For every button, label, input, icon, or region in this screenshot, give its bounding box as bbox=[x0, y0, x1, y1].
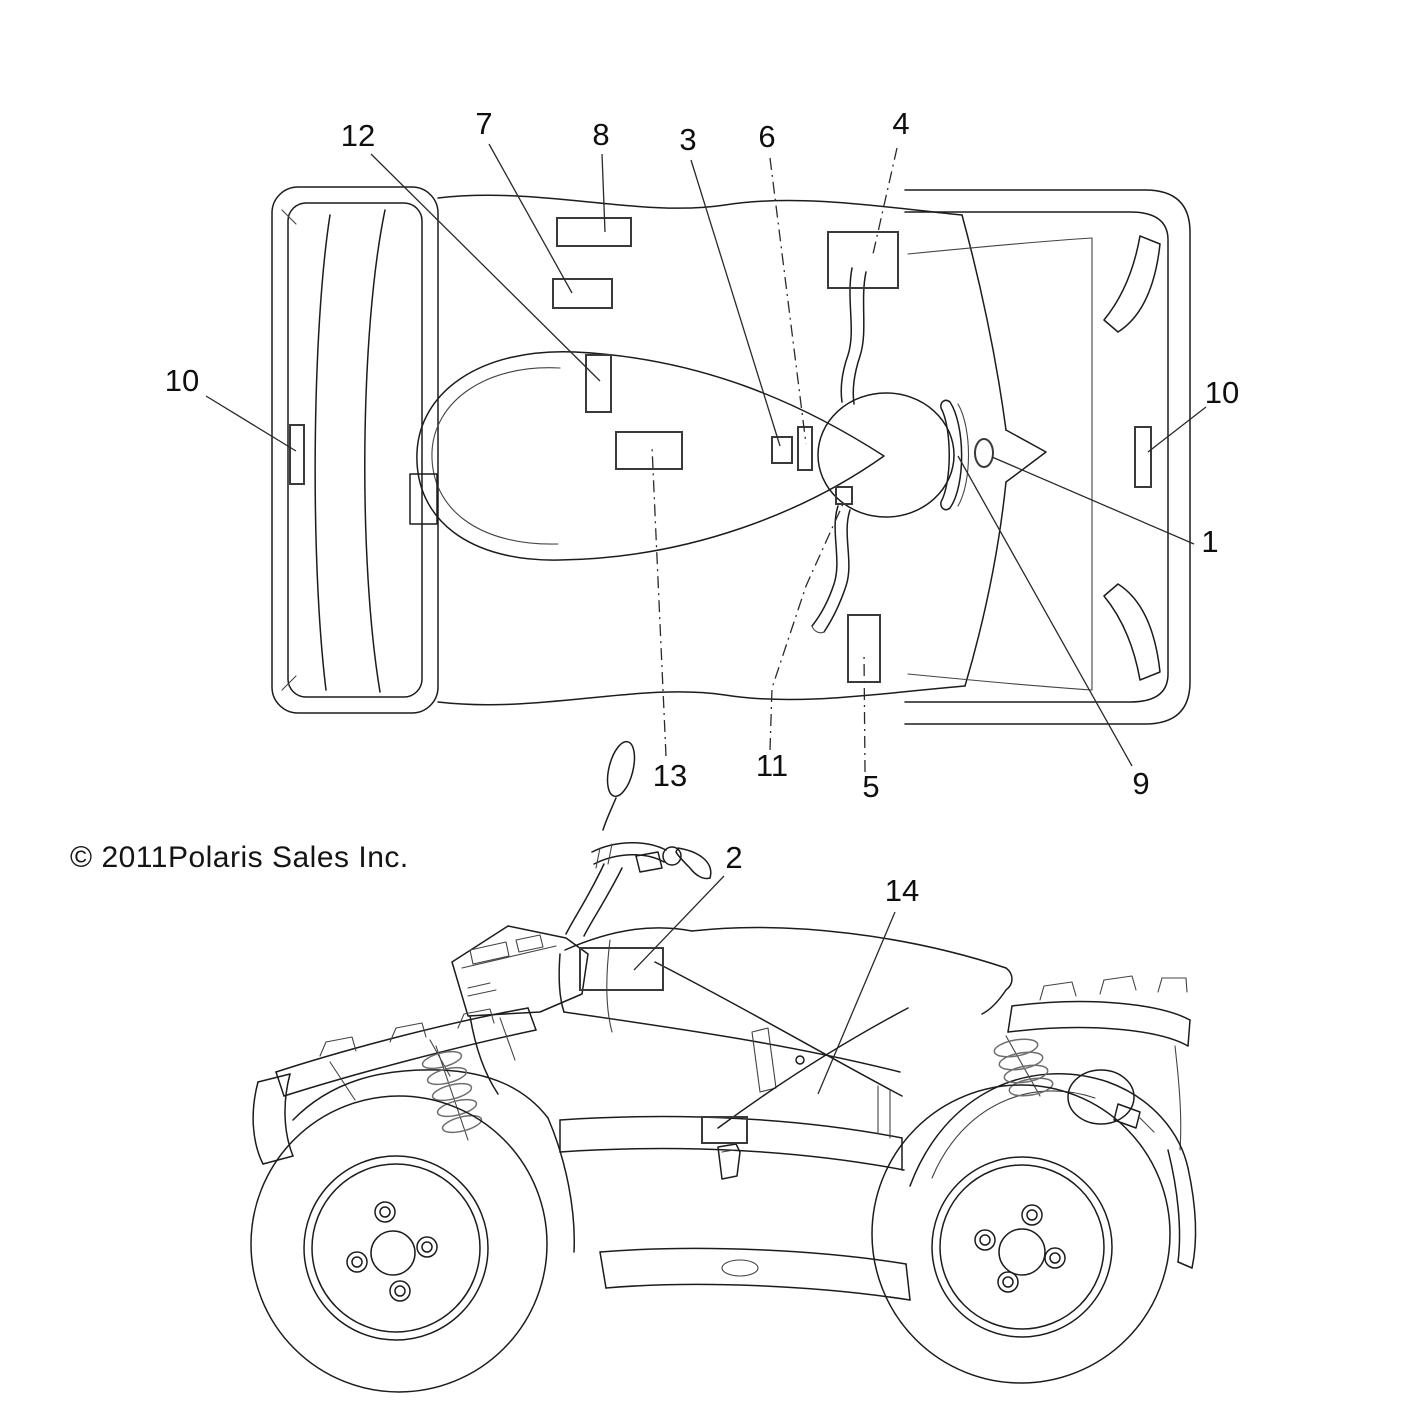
callout-label-1: 1 bbox=[1201, 524, 1218, 559]
callout-label-4: 4 bbox=[892, 106, 909, 141]
rear-shock bbox=[993, 1036, 1054, 1099]
callout-label-10-left: 10 bbox=[165, 363, 199, 398]
decal-10-left bbox=[290, 425, 304, 484]
callout-label-10-right: 10 bbox=[1205, 375, 1239, 410]
decal-4 bbox=[828, 232, 898, 288]
callout-label-3: 3 bbox=[679, 122, 696, 157]
copyright-text: © 2011Polaris Sales Inc. bbox=[70, 841, 409, 874]
decal-layer bbox=[290, 218, 1151, 1143]
seat-top-view bbox=[410, 352, 884, 560]
leader-line-5 bbox=[864, 652, 865, 772]
tank-and-seat bbox=[559, 928, 1012, 1092]
decal-6 bbox=[798, 427, 812, 470]
callout-label-12: 12 bbox=[341, 118, 375, 153]
front-shock bbox=[421, 1046, 483, 1140]
leader-line-12 bbox=[371, 154, 600, 381]
front-pod bbox=[452, 926, 588, 1094]
decal-2 bbox=[580, 948, 663, 990]
footwell bbox=[560, 1117, 910, 1300]
decal-1-fuel-cap bbox=[975, 439, 993, 467]
decal-3 bbox=[772, 437, 792, 463]
mirror bbox=[603, 739, 640, 830]
leader-line-8 bbox=[602, 154, 605, 232]
rear-wheel bbox=[872, 1085, 1170, 1383]
leader-line-7 bbox=[489, 144, 572, 293]
callout-label-11: 11 bbox=[756, 748, 788, 783]
leader-line-4 bbox=[873, 148, 897, 254]
decal-side-footwell bbox=[702, 1117, 747, 1143]
leader-line-9 bbox=[958, 456, 1132, 766]
frame-brace bbox=[655, 962, 908, 1128]
decal-10-right bbox=[1135, 427, 1151, 487]
decal-13 bbox=[616, 432, 682, 469]
front-body-neck bbox=[962, 215, 1046, 686]
rear-body-edges bbox=[438, 195, 965, 704]
front-rack-side bbox=[276, 1008, 536, 1100]
leader-line-2 bbox=[634, 876, 724, 970]
callout-label-8: 8 bbox=[592, 117, 609, 152]
decal-12 bbox=[586, 355, 611, 412]
leader-line-10-left bbox=[206, 396, 296, 451]
decal-8 bbox=[557, 218, 631, 246]
atv-top-view bbox=[272, 187, 1190, 724]
handlebar bbox=[566, 843, 711, 936]
callout-label-2: 2 bbox=[725, 840, 742, 875]
atv-side-view bbox=[251, 739, 1195, 1392]
front-wheel bbox=[251, 1096, 547, 1392]
leader-line-1 bbox=[992, 457, 1194, 544]
callout-label-9: 9 bbox=[1132, 766, 1149, 801]
instrument-cluster-top bbox=[941, 400, 969, 509]
decal-11 bbox=[836, 487, 852, 504]
rear-fender bbox=[878, 1070, 1195, 1268]
handlebar-pod bbox=[812, 268, 954, 633]
callout-label-7: 7 bbox=[475, 106, 492, 141]
front-rack bbox=[905, 190, 1190, 724]
callout-label-5: 5 bbox=[862, 769, 879, 804]
leader-line-14 bbox=[818, 912, 895, 1094]
callout-label-14: 14 bbox=[885, 873, 919, 908]
callout-label-13: 13 bbox=[653, 758, 687, 793]
decal-7 bbox=[553, 279, 612, 308]
leader-line-13 bbox=[652, 447, 666, 756]
callout-label-6: 6 bbox=[758, 119, 775, 154]
leader-line-3 bbox=[691, 160, 780, 446]
rear-rack-side bbox=[1008, 976, 1190, 1150]
leader-line-6 bbox=[770, 158, 806, 444]
leader-line-10-right bbox=[1148, 407, 1206, 452]
rear-rack bbox=[272, 187, 438, 713]
leader-line-11 bbox=[770, 504, 843, 750]
